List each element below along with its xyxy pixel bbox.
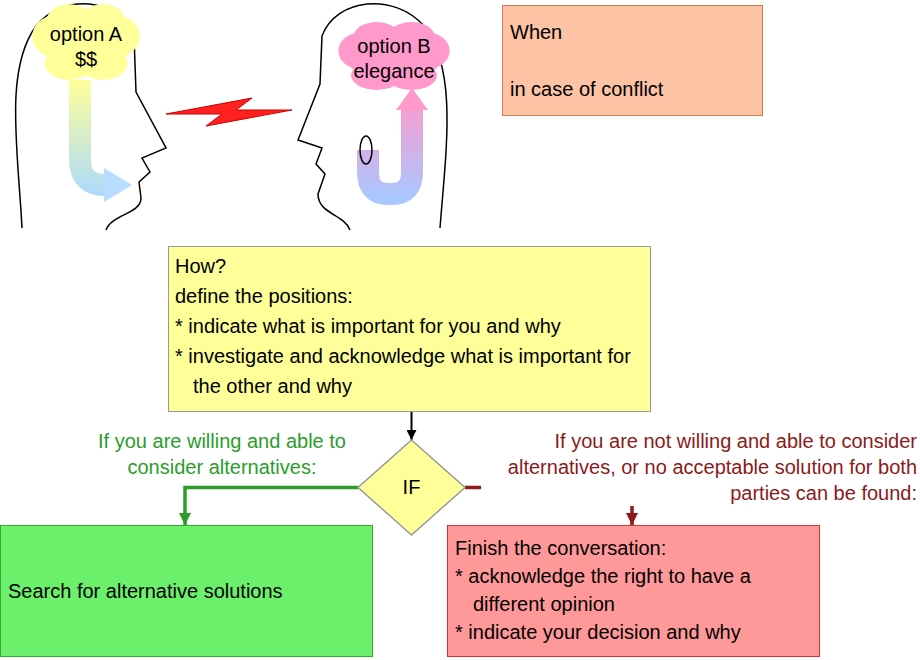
node-text: * indicate what is important for you and…	[175, 311, 644, 341]
node-text: option A $$	[39, 22, 134, 72]
head-outline	[298, 4, 447, 230]
node-text: Search for alternative solutions	[8, 579, 283, 604]
node-text: option B elegance	[347, 34, 442, 84]
thought-arrowhead	[396, 88, 428, 110]
node-text: define the positions:	[175, 281, 644, 311]
outcome-box: Finish the conversation:* acknowledge th…	[447, 525, 820, 657]
context-box: When in case of conflict	[502, 5, 763, 116]
node-text: IF	[403, 475, 421, 500]
node-text: Finish the conversation:	[455, 534, 812, 562]
node-text: * investigate and acknowledge what is im…	[175, 341, 644, 401]
thought-arrow	[80, 80, 106, 185]
decision-diamond: IF	[358, 440, 465, 535]
node-text: * acknowledge the right to have a differ…	[455, 562, 812, 618]
thought-arrowhead	[104, 168, 132, 202]
flow-connector	[185, 488, 358, 526]
edge-label: If you are willing and able to consider …	[80, 428, 364, 480]
edge-label: If you are not willing and able to consi…	[481, 428, 917, 506]
node-text: * indicate your decision and why	[455, 618, 812, 646]
head-outline	[16, 4, 167, 230]
process-box: How?define the positions:* indicate what…	[168, 246, 651, 412]
diamond-outline	[358, 440, 465, 535]
conflict-lightning	[166, 98, 292, 126]
node-text: How?	[175, 251, 644, 281]
flow-connector	[411, 412, 413, 440]
thought-arrow	[368, 110, 412, 194]
ear	[360, 136, 372, 164]
outcome-box: Search for alternative solutions	[0, 525, 373, 657]
node-text: When	[510, 20, 755, 45]
node-text: in case of conflict	[510, 77, 755, 102]
thought-cloud: option B elegance	[336, 20, 452, 92]
thought-cloud: option A $$	[30, 2, 142, 82]
